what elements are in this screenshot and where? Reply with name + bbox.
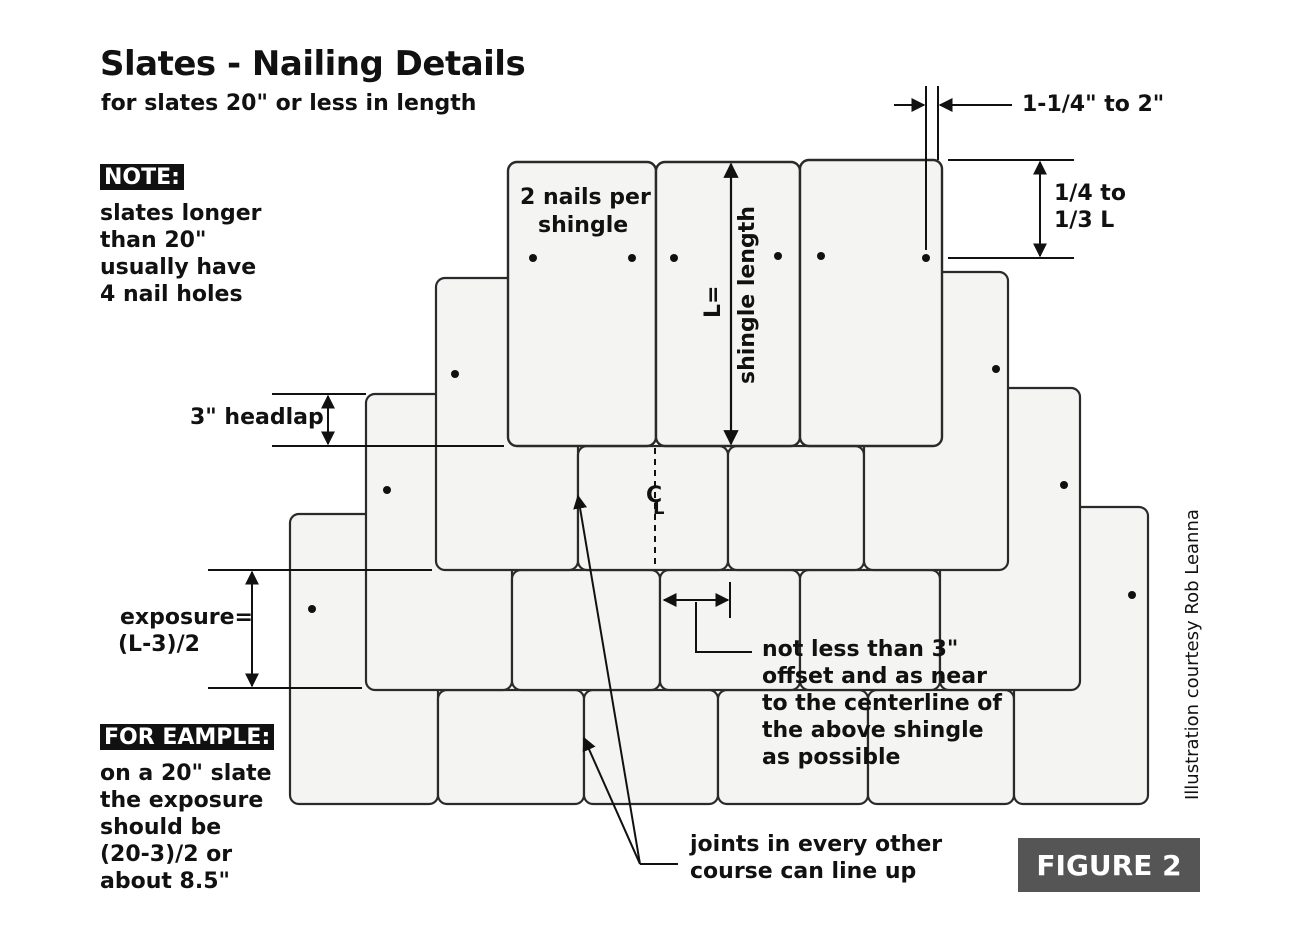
note-tag: NOTE: (100, 164, 184, 190)
slate (798, 158, 944, 448)
example-block: FOR EAMPLE: on a 20" slate the exposure … (100, 724, 275, 895)
nail-height-dimension (948, 159, 1074, 259)
note-text: slates longer than 20" usually have 4 na… (100, 201, 262, 307)
nail-hole (774, 252, 782, 260)
joints-label: joints in every other course can line up (690, 832, 943, 884)
nail-hole (817, 252, 825, 260)
length-label-line1: L= (701, 285, 726, 318)
two-nails-label-line2: shingle (538, 213, 629, 238)
figure-badge: FIGURE 2 (1018, 838, 1200, 892)
illustration-credit: Illustration courtesy Rob Leanna (1182, 509, 1203, 800)
slate-course-top (506, 158, 944, 448)
offset-label: not less than 3" offset and as near to t… (762, 637, 1002, 770)
example-tag: FOR EAMPLE: (100, 724, 275, 750)
headlap-dimension (272, 393, 504, 447)
exposure-label-line1: exposure= (120, 605, 253, 630)
nail-hole (670, 254, 678, 262)
exposure-dimension (208, 569, 432, 689)
nail-holes (308, 252, 1136, 613)
nail-hole (1060, 481, 1068, 489)
slate (510, 568, 662, 692)
centerline-l: L (653, 498, 665, 519)
nail-height-label-line2: 1/3 L (1054, 208, 1115, 233)
nail-hole (451, 370, 459, 378)
offset-dimension (662, 582, 752, 653)
nail-gap-dimension (894, 86, 1012, 250)
headlap-label: 3" headlap (190, 405, 324, 430)
note-block: NOTE: slates longer than 20" usually hav… (100, 164, 262, 308)
slate (582, 688, 720, 806)
nail-height-label-line1: 1/4 to (1054, 181, 1126, 206)
nail-hole (922, 254, 930, 262)
page-subtitle: for slates 20" or less in length (101, 91, 477, 116)
nail-hole (1128, 591, 1136, 599)
nail-hole (529, 254, 537, 262)
joints-leader (573, 494, 678, 865)
exposure-label-line2: (L-3)/2 (118, 632, 200, 657)
page-title: Slates - Nailing Details (100, 44, 526, 84)
length-label-line2: shingle length (735, 206, 760, 384)
nail-hole (628, 254, 636, 262)
example-text: on a 20" slate the exposure should be (2… (100, 761, 272, 894)
slate (726, 444, 866, 572)
centerline-c: C (646, 483, 663, 508)
nail-hole (992, 365, 1000, 373)
slate (436, 688, 586, 806)
two-nails-label-line1: 2 nails per (520, 185, 651, 210)
slate (654, 160, 802, 448)
nail-hole (383, 486, 391, 494)
nail-gap-label: 1-1/4" to 2" (1022, 92, 1165, 117)
nail-hole (308, 605, 316, 613)
